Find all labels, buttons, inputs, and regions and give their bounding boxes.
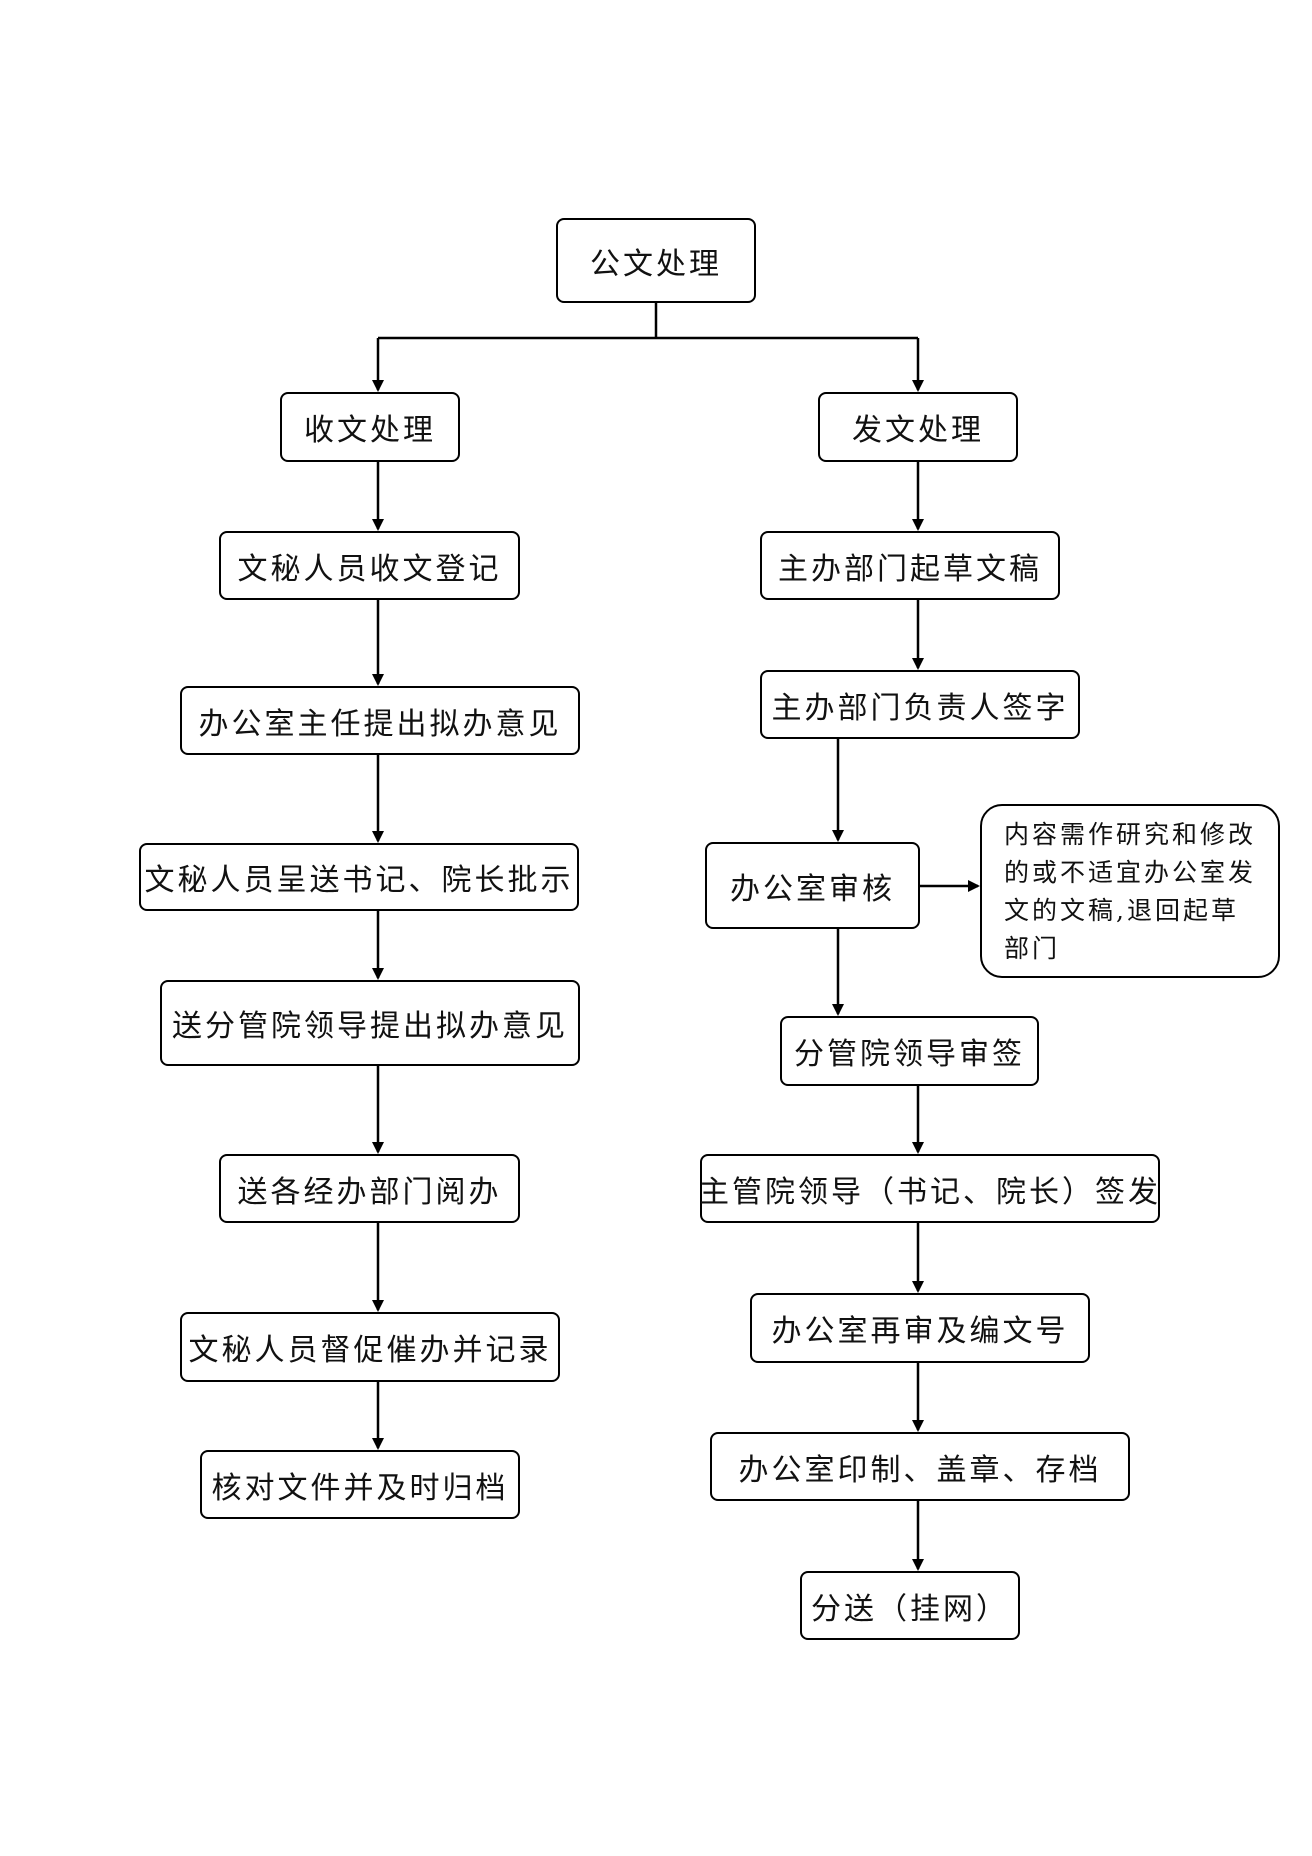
outgoing-step-6: 办公室再审及编文号: [750, 1293, 1090, 1363]
incoming-step-2: 办公室主任提出拟办意见: [180, 686, 580, 755]
root-node-document-processing: 公文处理: [556, 218, 756, 303]
incoming-step-5: 送各经办部门阅办: [219, 1154, 520, 1223]
outgoing-step-7: 办公室印制、盖章、存档: [710, 1432, 1130, 1501]
outgoing-step-1: 主办部门起草文稿: [760, 531, 1060, 600]
incoming-step-4: 送分管院领导提出拟办意见: [160, 980, 580, 1066]
outgoing-step-3: 办公室审核: [705, 842, 920, 929]
incoming-step-3: 文秘人员呈送书记、院长批示: [139, 843, 579, 911]
outgoing-step-8: 分送（挂网）: [800, 1571, 1020, 1640]
incoming-step-7: 核对文件并及时归档: [200, 1450, 520, 1519]
outgoing-step-4: 分管院领导审签: [780, 1016, 1039, 1086]
outgoing-review-note: 内容需作研究和修改的或不适宜办公室发文的文稿,退回起草部门: [980, 804, 1280, 978]
outgoing-step-2: 主办部门负责人签字: [760, 670, 1080, 739]
incoming-title-node: 收文处理: [280, 392, 460, 462]
incoming-step-6: 文秘人员督促催办并记录: [180, 1312, 560, 1382]
incoming-step-1: 文秘人员收文登记: [219, 531, 520, 600]
outgoing-step-5: 主管院领导（书记、院长）签发: [699, 1154, 1160, 1223]
outgoing-title-node: 发文处理: [818, 392, 1018, 462]
